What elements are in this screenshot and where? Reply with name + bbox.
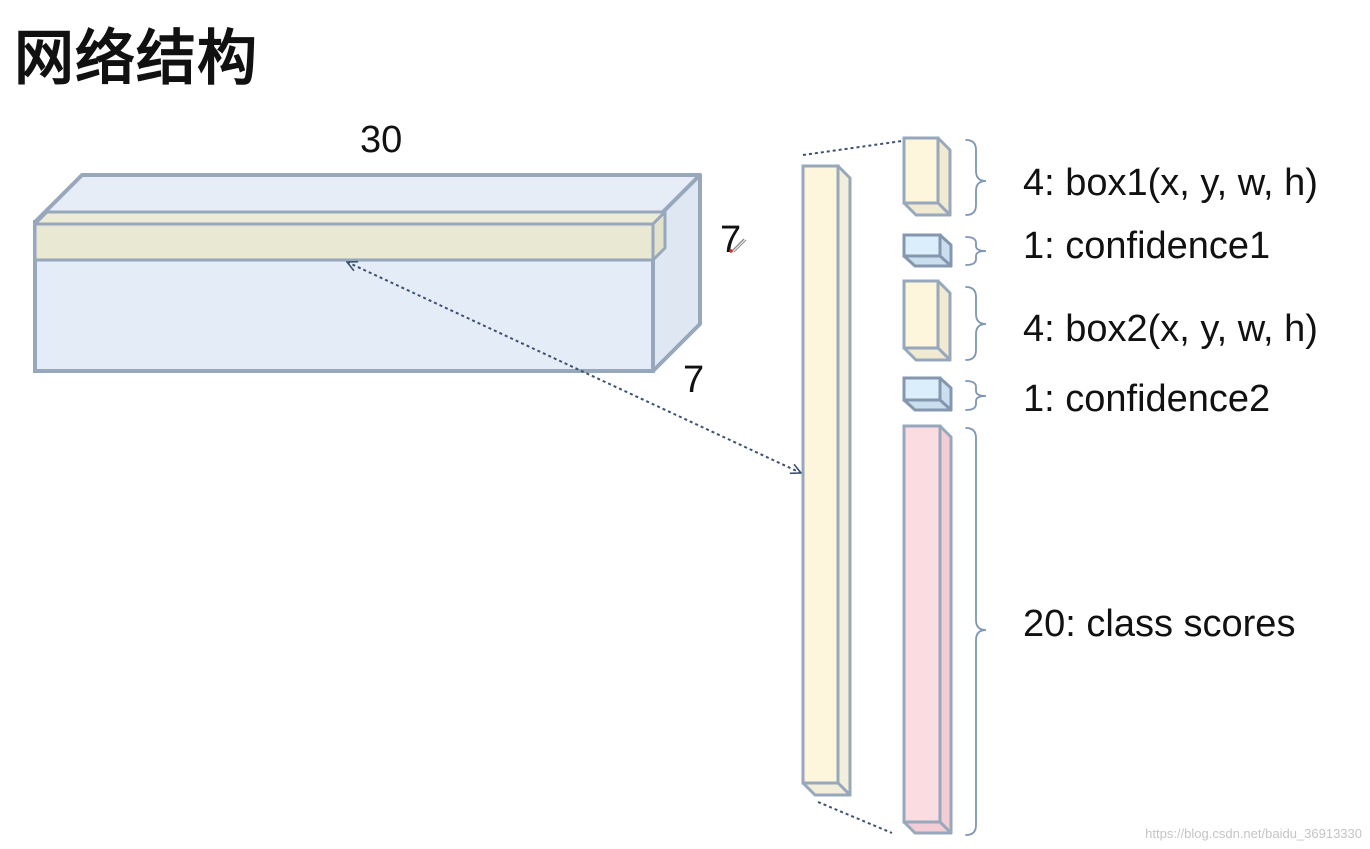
label-class-scores: 20: class scores <box>1023 603 1295 645</box>
page-title: 网络结构 <box>14 24 258 94</box>
label-confidence2: 1: confidence2 <box>1023 378 1270 420</box>
feature-vector <box>801 164 852 797</box>
segment-class-scores-side <box>938 424 953 835</box>
tensor-row-front <box>33 222 655 262</box>
bracket-class-scores <box>965 427 987 836</box>
pen-cursor-icon <box>729 238 747 253</box>
label-box1: 4: box1(x, y, w, h) <box>1023 162 1318 204</box>
feature-vector-side <box>836 164 852 797</box>
tensor-width-label: 30 <box>360 119 402 161</box>
segment-box1-front <box>902 136 940 205</box>
feature-vector-front <box>801 164 840 785</box>
label-confidence1: 1: confidence1 <box>1023 225 1270 267</box>
zoom-guide-bottom <box>817 801 893 834</box>
tensor-height-label: 7 <box>720 219 741 261</box>
bracket-box1 <box>965 139 987 216</box>
watermark: https://blog.csdn.net/baidu_36913330 <box>1145 826 1362 841</box>
bracket-box2 <box>965 286 987 361</box>
segment-box2 <box>902 279 952 362</box>
label-box2: 4: box2(x, y, w, h) <box>1023 308 1318 350</box>
segment-confidence1-front <box>902 233 942 258</box>
segment-confidence1 <box>902 233 953 268</box>
zoom-guide-top <box>802 140 903 156</box>
segment-confidence2 <box>902 376 953 412</box>
bracket-confidence1 <box>965 236 987 266</box>
output-tensor <box>33 173 702 373</box>
bracket-confidence2 <box>965 380 987 411</box>
tensor-row-top <box>33 210 667 226</box>
segment-box1 <box>902 136 952 217</box>
segment-confidence2-front <box>902 376 942 402</box>
tensor-depth-label: 7 <box>683 359 704 401</box>
segment-class-scores <box>902 424 953 835</box>
segment-class-scores-front <box>902 424 942 824</box>
segment-box2-front <box>902 279 940 350</box>
